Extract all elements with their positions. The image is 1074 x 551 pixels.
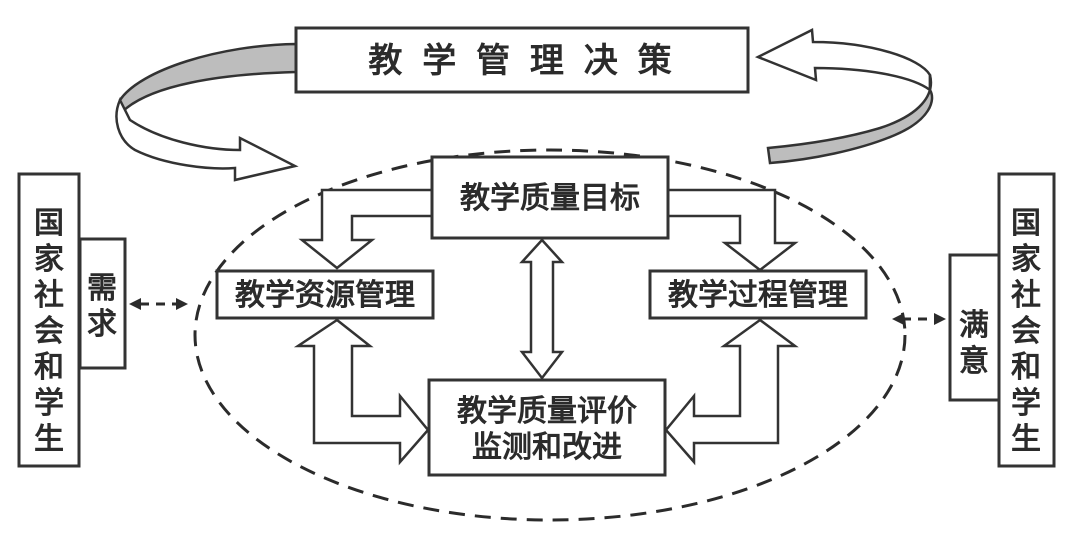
right-party-char: 学 — [1011, 386, 1041, 421]
left-band-arrow — [115, 97, 299, 182]
left-party-char: 学 — [34, 386, 64, 421]
process-box: 教学过程管理 — [648, 269, 868, 320]
right-party-char: 社 — [1011, 278, 1041, 313]
left-curved-arrow — [115, 42, 299, 182]
left-dashed-double-arrow — [129, 298, 188, 310]
decision-box: 教 学 管 理 决 策 — [294, 26, 750, 94]
right-curved-arrow — [754, 28, 934, 165]
left-party-char: 国 — [34, 206, 64, 241]
right-dashed-double-arrow — [892, 313, 946, 325]
goal-to-resource-arrow — [298, 188, 434, 270]
goal-evaluation-double-arrow — [519, 238, 565, 381]
left-party-char: 和 — [34, 350, 64, 385]
right-band-arrow — [754, 28, 932, 93]
right-party-char: 会 — [1011, 314, 1041, 349]
goal-box: 教学质量目标 — [430, 155, 670, 240]
right-tag-char: 意 — [959, 344, 989, 379]
resource-evaluation-double-arrow — [293, 318, 430, 466]
right-tag-char: 满 — [959, 308, 989, 343]
left-party-char: 生 — [34, 422, 64, 457]
system-boundary-ellipse — [193, 148, 907, 522]
right-party-char: 和 — [1011, 350, 1041, 385]
right-party-char: 家 — [1011, 242, 1041, 277]
process-evaluation-double-arrow — [664, 318, 799, 466]
evaluation-box: 教学质量评价 监测和改进 — [427, 378, 667, 477]
left-tag-label: 需求 — [87, 271, 117, 342]
right-band-top — [766, 74, 934, 165]
right-party-char: 生 — [1011, 422, 1041, 457]
left-tag-char: 求 — [87, 307, 117, 342]
left-tag-char: 需 — [87, 271, 117, 306]
process-label: 教学过程管理 — [668, 278, 848, 313]
resource-box: 教学资源管理 — [215, 269, 435, 320]
decision-label: 教 学 管 理 决 策 — [368, 41, 675, 81]
evaluation-label-line2: 监测和改进 — [472, 430, 622, 465]
left-party-char: 社 — [34, 278, 64, 313]
resource-label: 教学资源管理 — [235, 278, 415, 313]
right-party-char: 国 — [1011, 206, 1041, 241]
goal-label: 教学质量目标 — [460, 181, 640, 216]
goal-to-process-arrow — [666, 188, 799, 272]
left-party-char: 家 — [34, 242, 64, 277]
right-tag-label: 满意 — [959, 308, 989, 379]
left-band-top — [118, 42, 298, 115]
left-party-char: 会 — [34, 314, 64, 349]
evaluation-label-line1: 教学质量评价 — [457, 394, 637, 429]
